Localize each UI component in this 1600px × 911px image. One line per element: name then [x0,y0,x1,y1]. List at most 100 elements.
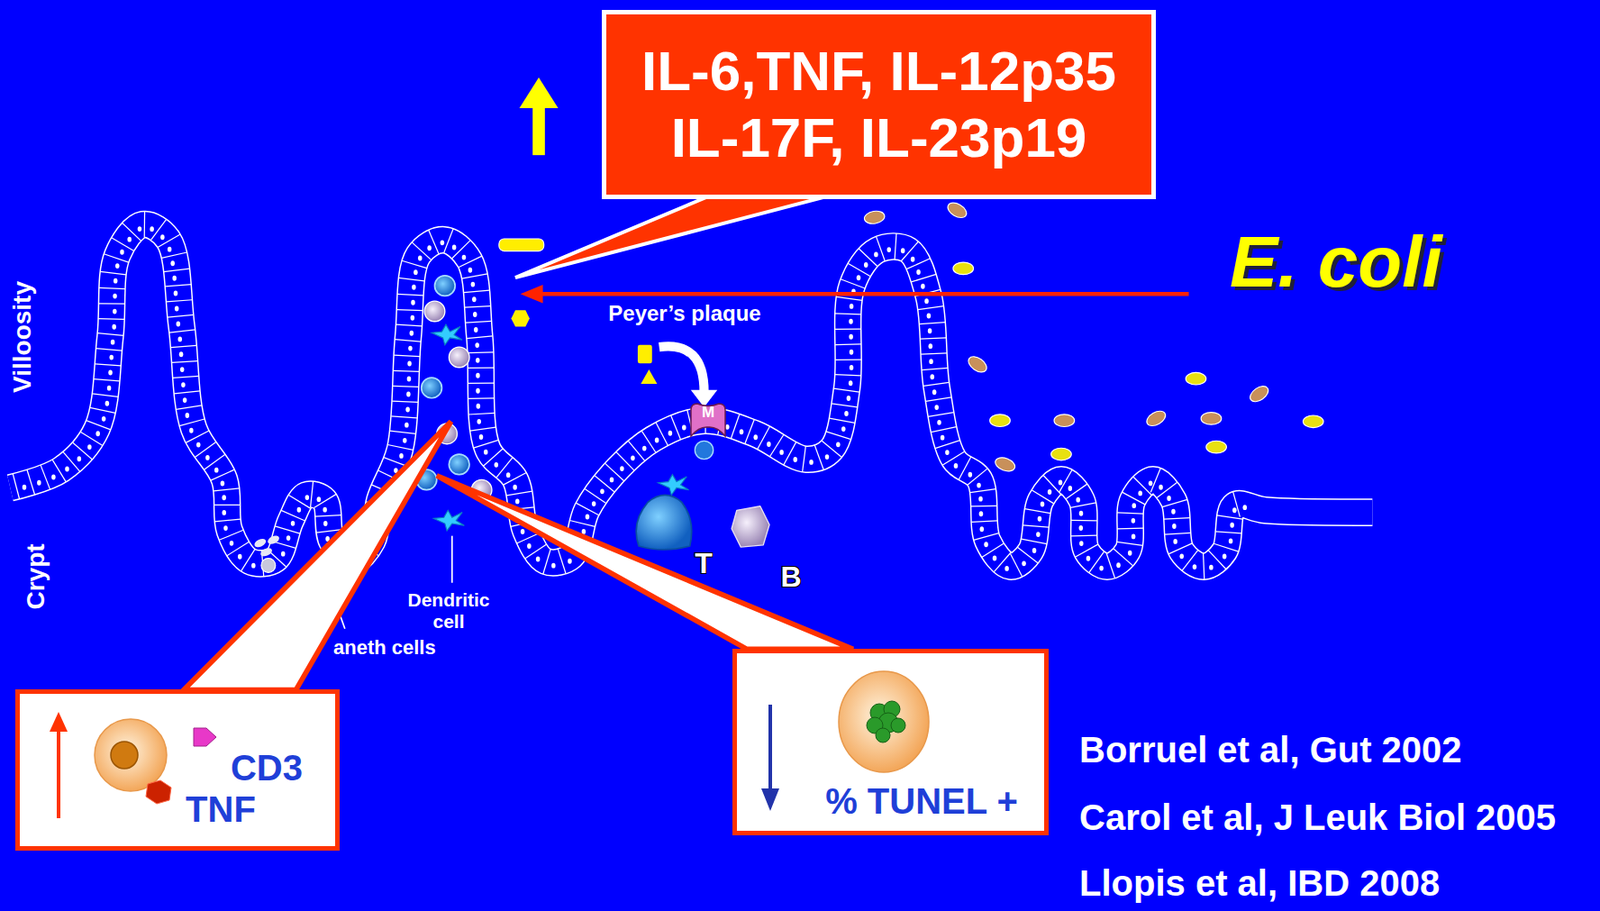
cell-divider [1009,553,1022,577]
cell-divider [894,233,897,260]
cell-nucleus [1131,518,1137,524]
cell-label: B [780,560,801,594]
cell-nucleus [1137,490,1143,496]
immune-cell [424,300,446,322]
cell-divider [213,488,240,491]
b-cell-icon [731,506,770,547]
bacterium [1200,412,1222,426]
cell-nucleus [600,488,605,494]
cell-divider [214,504,241,506]
cell-nucleus [1243,504,1248,510]
axis-label: Villoosity [8,281,37,393]
organism-label: E. coli [1229,220,1443,304]
cell-nucleus [934,404,939,410]
cell-divider [919,337,946,339]
cell-nucleus [475,388,481,394]
cell-divider [594,475,615,492]
cell-divider [170,345,197,347]
cell-nucleus [111,324,117,330]
tnf-marker [145,780,172,804]
cell-nucleus [476,418,482,425]
cell-nucleus [936,419,942,426]
cell-nucleus [176,321,182,328]
cell-divider [164,284,191,287]
cell-nucleus [940,435,946,441]
cell-divider [730,413,740,438]
cell-nucleus [1209,564,1214,571]
cell-divider [1117,541,1144,546]
cell-nucleus [1148,480,1154,486]
cell-nucleus [427,245,432,251]
fragmented-nucleus [890,718,906,733]
cell-divider [241,548,255,572]
cell-divider [970,489,997,493]
cell-nucleus [77,455,82,462]
t-cell-callout-box: CD3TNF [15,689,340,851]
cell-nucleus [167,246,173,253]
cell-nucleus [1040,501,1046,508]
paneth-granule [259,545,274,558]
cell-divider [671,415,682,440]
m-cell: M [689,401,728,438]
cell-nucleus [196,442,201,448]
cell-divider [218,529,244,540]
cell-divider [835,359,862,361]
cell-nucleus [112,293,118,300]
cell-nucleus [476,403,482,410]
bacteria-arrow-head [520,284,544,303]
cell-divider [1022,525,1049,528]
cell-nucleus [1021,560,1027,566]
cell-divider [462,273,489,279]
cell-divider [821,440,842,457]
cell-nucleus [527,543,532,549]
apoptotic-cell-icon [838,671,929,773]
cell-divider [392,385,419,388]
cell-divider [314,493,337,508]
cell-divider [814,445,824,470]
t-cell-icon [94,718,167,791]
cell-divider [1213,543,1239,552]
reference-note: Borruel et al, Gut 2002 [1079,731,1463,768]
cell-nucleus [1099,565,1104,572]
cell-nucleus [927,313,932,319]
cell-divider [157,234,181,248]
cell-nucleus [983,541,989,547]
cell-divider [835,343,862,346]
cell-nucleus [630,454,636,461]
cell-nucleus [410,315,416,321]
cell-nucleus [220,481,226,487]
cell-divider [627,440,646,461]
paneth-granule [266,534,282,546]
cell-nucleus [754,434,759,440]
cell-divider [98,318,125,320]
cell-nucleus [440,239,446,246]
cell-divider [167,314,194,318]
cell-nucleus [1222,554,1228,560]
cell-divider [467,367,494,369]
cell-divider [925,397,952,401]
cell-nucleus [863,262,869,268]
cell-divider [86,420,111,430]
cell-divider [194,442,216,458]
cell-divider [833,388,860,392]
cell-divider [393,354,420,356]
cell-nucleus [506,472,511,478]
cell-divider [1164,532,1191,535]
uptake-arrow [659,345,705,392]
immune-cell [421,377,443,399]
cell-nucleus [297,507,302,513]
cell-divider [451,240,471,259]
cell-divider [557,548,566,574]
cell-nucleus [932,389,937,395]
cell-divider [971,520,998,522]
cell-divider [1233,491,1241,518]
cell-divider [169,329,196,333]
cell-nucleus [479,434,484,440]
cell-nucleus [113,278,119,284]
cell-nucleus [323,520,328,527]
cell-divider [840,279,865,289]
cell-divider [835,374,862,376]
cell-nucleus [22,484,28,491]
cell-nucleus [290,520,296,527]
cell-nucleus [928,343,934,349]
